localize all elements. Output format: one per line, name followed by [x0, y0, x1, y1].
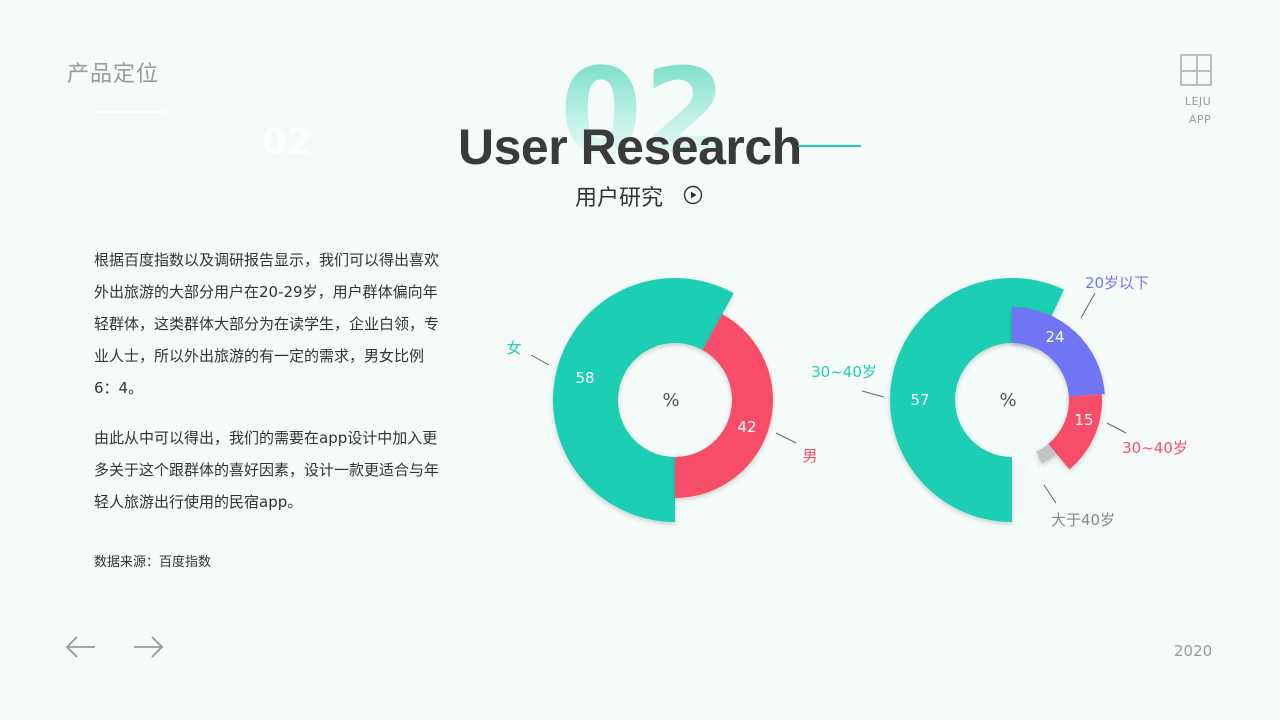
section-underline — [95, 111, 167, 113]
chart-1-category-label: 男 — [802, 447, 817, 465]
big-section-number: 02 — [560, 42, 729, 180]
footer-year: 2020 — [1174, 642, 1213, 660]
chart-2-category-label: 30~40岁 — [811, 363, 877, 381]
chart-2-slice — [1036, 443, 1057, 464]
data-source-note: 数据来源：百度指数 — [94, 555, 212, 570]
page-title: User Research — [458, 119, 802, 175]
chart-2-center-label: % — [999, 390, 1016, 411]
logo-text-leju: LEJU — [1184, 95, 1212, 108]
chart-2-leader-line — [1080, 292, 1096, 319]
play-circle-icon[interactable] — [683, 185, 703, 205]
chart-1-slice — [675, 314, 773, 498]
chart-2-leader-line — [1043, 484, 1057, 504]
chart-2-slice — [1012, 307, 1105, 397]
chart-2-value-label: 15 — [1074, 411, 1093, 429]
chart-1-leader-line — [530, 354, 550, 366]
description-paragraph-1: 根据百度指数以及调研报告显示，我们可以得出喜欢外出旅游的大部分用户在20-29岁… — [94, 251, 440, 397]
chart-1-category-label: 女 — [506, 339, 521, 357]
chart-2-value-label: 4 — [1028, 458, 1038, 476]
logo-text-app: APP — [1188, 113, 1212, 126]
section-title: 产品定位 — [67, 62, 160, 87]
ghost-number: 02 — [262, 122, 313, 163]
chart-1-value-label: 42 — [737, 418, 756, 436]
chart-1-leader-line — [775, 432, 797, 444]
description-paragraph-2: 由此从中可以得出，我们的需要在app设计中加入更多关于这个跟群体的喜好因素，设计… — [94, 429, 440, 511]
chart-2-category-label: 20岁以下 — [1085, 274, 1149, 292]
chart-2-value-label: 57 — [910, 391, 929, 409]
arrow-right-icon[interactable] — [132, 633, 164, 661]
chart-2-leader-line — [1106, 422, 1127, 434]
chart-2-leader-line — [861, 390, 885, 398]
chart-2-category-label: 大于40岁 — [1051, 511, 1115, 529]
chart-2-category-label: 30~40岁 — [1122, 439, 1188, 457]
page-subtitle: 用户研究 — [575, 186, 664, 211]
chart-1-value-label: 58 — [575, 369, 594, 387]
title-accent-line — [798, 145, 861, 147]
chart-2-slice — [1048, 394, 1102, 470]
arrow-left-icon[interactable] — [65, 633, 97, 661]
chart-1-center-label: % — [662, 390, 679, 411]
plus-box-icon — [1180, 54, 1212, 86]
chart-2-slice — [889, 277, 1064, 522]
chart-1-slice — [553, 278, 734, 522]
chart-2-value-label: 24 — [1045, 328, 1064, 346]
